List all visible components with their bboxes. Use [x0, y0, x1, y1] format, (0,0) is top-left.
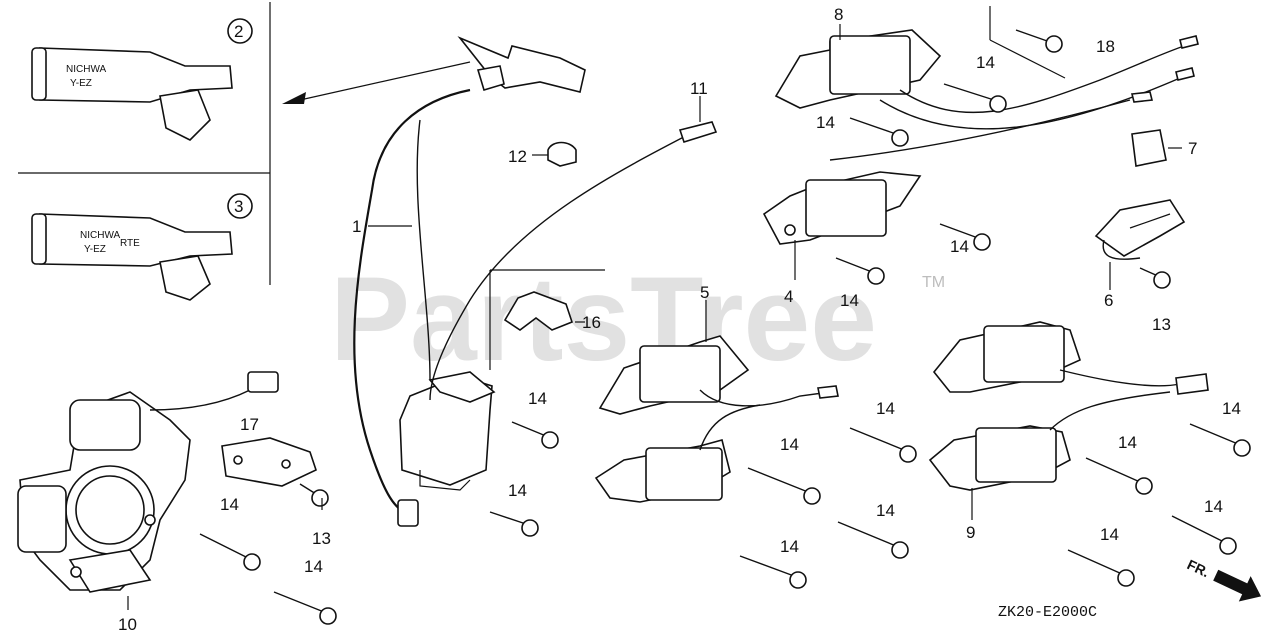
wire-clip-part-12[interactable] [532, 141, 577, 167]
callout-7: 7 [1188, 139, 1197, 158]
bolt[interactable] [943, 83, 1007, 113]
callout-5: 5 [700, 283, 709, 302]
inset-2-plug-cap[interactable]: 2 NICHWA Y-EZ [31, 18, 253, 141]
bolt[interactable] [837, 521, 909, 559]
diagram-code: ZK20-E2000C [998, 604, 1097, 621]
stop-wire-part-11[interactable] [429, 121, 718, 401]
bolt[interactable] [273, 591, 337, 625]
bolts[interactable] [199, 29, 1251, 625]
callout-8: 8 [834, 5, 843, 24]
callout-14-hidden: 14 [0, 0, 19, 4]
callout-14: 14 [1204, 497, 1223, 516]
bolt[interactable] [939, 223, 991, 251]
callout-14: 14 [508, 481, 527, 500]
callout-6: 6 [1104, 291, 1113, 310]
inset-frame [18, 2, 271, 285]
wire-cap-part-7[interactable] [1131, 129, 1182, 167]
inset-2-number: 2 [234, 22, 243, 41]
watermark: PartsTree [330, 252, 877, 386]
callout-14: 14 [840, 291, 859, 310]
callout-17: 17 [240, 415, 259, 434]
exciter-coil-part-4[interactable] [762, 171, 922, 245]
bolt[interactable] [489, 511, 539, 537]
callout-14: 14 [876, 501, 895, 520]
bolt[interactable] [1139, 267, 1171, 289]
callout-14: 14 [1100, 525, 1119, 544]
inset-3-text-2: Y-EZ [84, 244, 106, 255]
lighting-coil-part-9[interactable] [928, 321, 1209, 491]
inset-2-text-2: Y-EZ [70, 78, 92, 89]
front-label: FR. [1185, 556, 1212, 580]
bolt[interactable] [849, 117, 909, 147]
callout-14: 14 [816, 113, 835, 132]
callout-14: 14 [304, 557, 323, 576]
bolt[interactable] [747, 467, 821, 505]
callout-1: 1 [352, 217, 361, 236]
callout-10: 10 [118, 615, 137, 634]
callout-9: 9 [966, 523, 975, 542]
callout-14: 14 [1222, 399, 1241, 418]
callout-4: 4 [784, 287, 793, 306]
callout-18: 18 [1096, 37, 1115, 56]
inset-3-text-3: RTE [120, 238, 140, 249]
callout-14: 14 [950, 237, 969, 256]
trademark: TM [922, 274, 945, 291]
lighting-coil-part-5[interactable] [598, 335, 839, 415]
reference-arrow [282, 61, 471, 104]
callout-14: 14 [976, 53, 995, 72]
bolt[interactable] [1015, 29, 1063, 53]
front-arrow: FR. [1185, 556, 1262, 602]
bolt[interactable] [1171, 515, 1237, 555]
callout-11: 11 [690, 79, 708, 98]
callout-14: 14 [780, 537, 799, 556]
bracket-part-16[interactable] [489, 269, 605, 370]
bolt[interactable] [1067, 549, 1135, 587]
charge-coil-part-8[interactable] [774, 6, 1199, 161]
callout-12: 12 [508, 147, 527, 166]
callout-16: 16 [582, 313, 601, 332]
inset-3-plug-cap[interactable]: 3 NICHWA Y-EZ RTE [31, 193, 253, 301]
callout-14: 14 [220, 495, 239, 514]
leader-lines [127, 24, 1111, 610]
bolt[interactable] [849, 427, 917, 463]
inset-3-text-1: NICHWA [80, 230, 121, 241]
inset-2-text-1: NICHWA [66, 64, 107, 75]
bolt[interactable] [835, 257, 885, 285]
front-arrow-icon [1213, 569, 1262, 602]
bracket-part-6[interactable] [1094, 199, 1186, 260]
bolt[interactable] [511, 421, 559, 449]
bolt[interactable] [739, 555, 807, 589]
callout-14: 14 [876, 399, 895, 418]
callout-13-left: 13 [312, 529, 331, 548]
stator-plate-part-10[interactable] [17, 371, 279, 593]
callout-14: 14 [528, 389, 547, 408]
inset-3-number: 3 [234, 197, 243, 216]
bolt[interactable] [1085, 457, 1153, 495]
callout-14: 14 [780, 435, 799, 454]
bolt[interactable] [199, 533, 261, 571]
callout-13-right: 13 [1152, 315, 1171, 334]
bolt[interactable] [1189, 423, 1251, 457]
lighting-coil-lower[interactable] [594, 404, 761, 503]
callout-14: 14 [1118, 433, 1137, 452]
bracket-part-17[interactable] [221, 437, 317, 487]
ignition-coil-part-1[interactable] [353, 36, 586, 527]
bolt[interactable] [299, 483, 329, 507]
